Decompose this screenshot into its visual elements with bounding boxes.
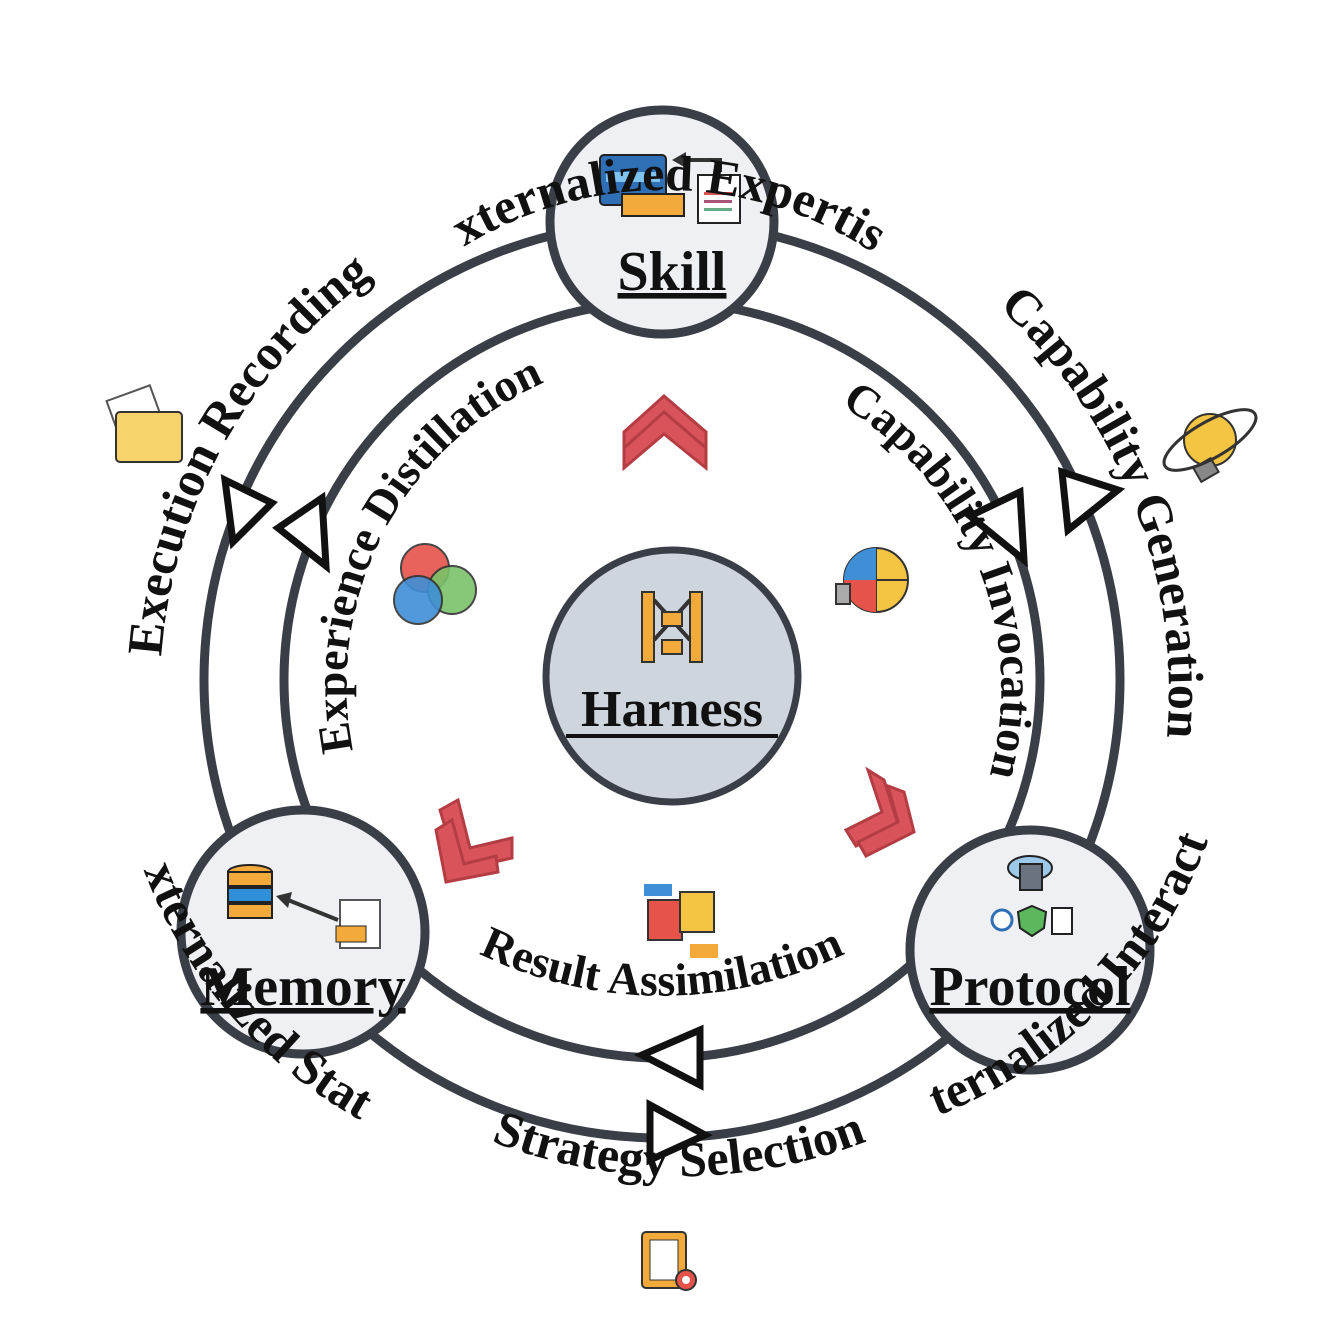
inner-ring-arrow-bottom [633, 1024, 704, 1091]
harness-label: Harness [581, 681, 763, 738]
inner-ring-arrow-left [272, 491, 330, 574]
chevron-up-icon [622, 394, 708, 472]
harness-hub[interactable]: Harness [542, 546, 802, 806]
puzzle-hands-icon [644, 884, 718, 958]
chevron-down-left-icon [434, 797, 514, 884]
lightbulb-atom-icon [1162, 408, 1258, 484]
memory-label: Memory [200, 956, 405, 1018]
memory-node[interactable]: Memory [176, 805, 430, 1059]
cloud-database-network-icon [990, 855, 1073, 938]
puzzle-bulb-icon [835, 547, 909, 613]
protocol-label: Protocol [929, 956, 1130, 1018]
database-log-icon [227, 864, 381, 949]
harness-icon [641, 591, 703, 663]
skills-document-icon [599, 152, 741, 224]
chevron-down-right-icon [843, 766, 916, 858]
skill-node[interactable]: Skill [545, 105, 779, 339]
harness-label-underline [566, 734, 778, 738]
venn-gear-icon [393, 543, 477, 625]
outer-ring-arrow-bottom [646, 1099, 713, 1166]
strategy-selection-label: Strategy Selection [487, 1099, 871, 1188]
folder-documents-icon [105, 384, 183, 463]
clipboard-target-icon [641, 1231, 697, 1291]
protocol-node[interactable]: Protocol [905, 825, 1155, 1075]
outer-ring-arrow-left [220, 473, 278, 550]
skill-label: Skill [618, 241, 727, 303]
inner-ring-arrow-right [963, 486, 1028, 568]
outer-ring-arrow-right [1057, 467, 1126, 537]
